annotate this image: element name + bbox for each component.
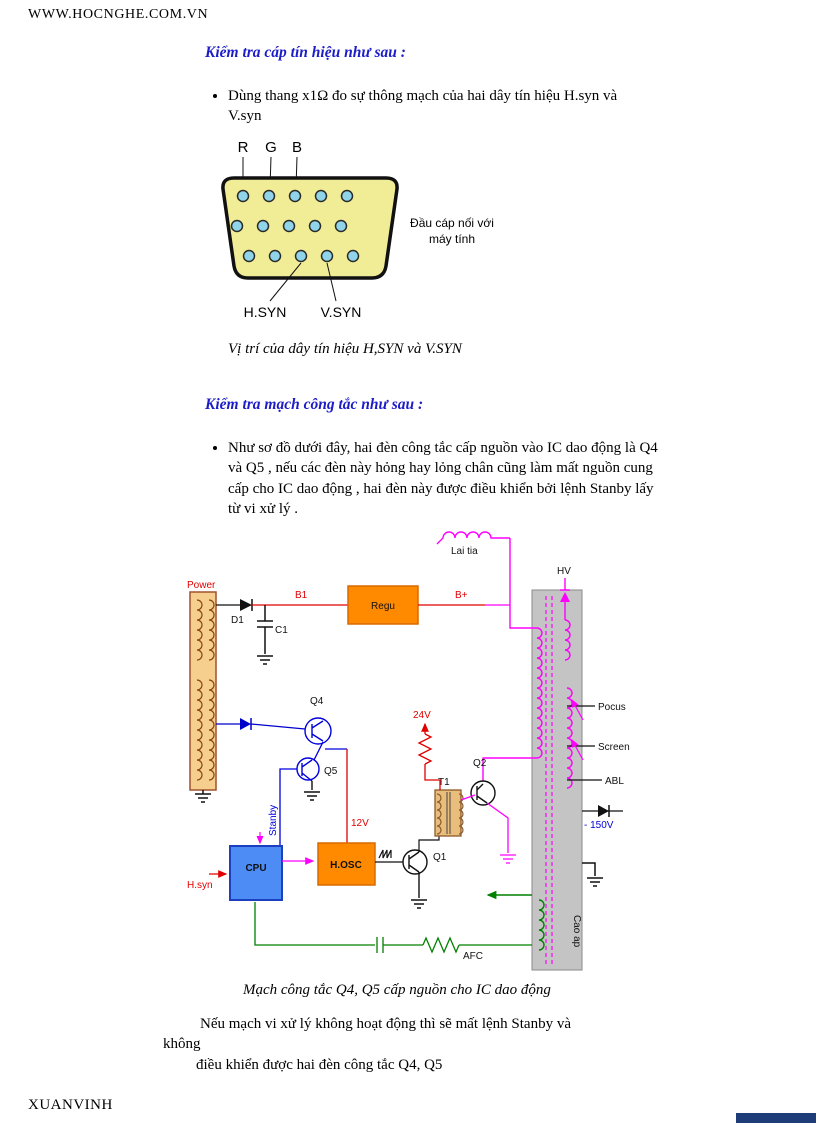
connector-pins (230, 189, 360, 263)
flyback-transformer: Cao ap (531, 589, 583, 971)
bullet-list-switch: Như sơ đồ dưới đây, hai đèn công tắc cấp… (206, 438, 658, 519)
v12-label: 12V (351, 818, 369, 829)
bullet-item-switch: Như sơ đồ dưới đây, hai đèn công tắc cấp… (228, 438, 658, 519)
q2-stage: Q2 (460, 758, 516, 864)
page-footer: XUANVINH (28, 1097, 113, 1113)
flyback-primary (482, 627, 543, 781)
section-heading-signal-cable: Kiểm tra cáp tín hiệu như sau : (205, 44, 406, 61)
figure-caption-connector: Vị trí của dây tín hiệu H,SYN và V.SYN (228, 341, 462, 357)
bullet-item-signal: Dùng thang x1Ω đo sự thông mạch của hai … (228, 86, 648, 127)
power-transformer: Power (187, 580, 217, 803)
b-plus-label: B+ (455, 590, 468, 601)
c1-label: C1 (275, 625, 288, 636)
screen-label: Screen (598, 742, 630, 753)
b1-label: B1 (295, 590, 308, 601)
vga-connector-drawing: R G B H.SYN V.SYN (221, 139, 399, 320)
t1-transformer: T1 (434, 777, 464, 837)
v24-label: 24V (413, 710, 431, 721)
capacitor-c1: C1 (257, 605, 288, 665)
vga-connector-figure: R G B H.SYN V.SYN (185, 136, 405, 336)
bullet-list-signal: Dùng thang x1Ω đo sự thông mạch của hai … (206, 86, 648, 127)
hv-label: HV (557, 566, 571, 577)
page-corner-bar (736, 1113, 816, 1123)
pin-label-g: G (265, 139, 277, 156)
afc-path: AFC (254, 902, 532, 962)
supply-24v: 24V (413, 710, 441, 790)
hosc-block: H.OSC (282, 842, 376, 886)
cpu-block: CPU (229, 832, 283, 901)
closing-line-2: không (163, 1036, 201, 1053)
secondary-outputs: Pocus Screen ABL (566, 687, 630, 789)
minus-150v-label: - 150V (584, 820, 614, 831)
section-heading-switch: Kiểm tra mạch công tắc như sau : (205, 396, 424, 413)
pin-label-b: B (292, 139, 302, 156)
hv-output: HV (557, 566, 571, 661)
hosc-label: H.OSC (330, 860, 362, 871)
afc-winding (486, 890, 545, 951)
q1-label: Q1 (433, 852, 447, 863)
rectifier-d1: D1 B1 (216, 590, 348, 626)
closing-line-3: điều khiển được hai đèn công tắc Q4, Q5 (196, 1056, 443, 1073)
focus-label: Pocus (598, 702, 626, 713)
switch-transistors: Q4 Q5 Stanby (216, 696, 338, 846)
hsyn-input: H.syn (187, 870, 228, 891)
q4-label: Q4 (310, 696, 324, 707)
q5-label: Q5 (324, 766, 338, 777)
t1-label: T1 (438, 777, 450, 788)
sync-pointer-lines (269, 262, 337, 302)
deflection-coil: Lai tia (436, 531, 537, 629)
connector-note: Đầu cáp nối với máy tính (410, 216, 494, 246)
closing-paragraph: Nếu mạch vi xử lý không hoạt động thì sẽ… (163, 1014, 687, 1075)
circuit-diagram: Cao ap Power D1 (187, 531, 630, 971)
hsyn-input-label: H.syn (187, 880, 213, 891)
abl-label: ABL (605, 776, 624, 787)
cpu-label: CPU (245, 863, 266, 874)
b-plus-line: B+ (418, 590, 510, 606)
vsyn-label: V.SYN (321, 304, 362, 320)
q1-stage: Q1 (375, 836, 447, 909)
flyback-ground (582, 862, 603, 887)
minus-150v-output: - 150V (582, 805, 623, 831)
power-label: Power (187, 580, 216, 591)
lai-tia-label: Lai tia (451, 546, 478, 557)
d1-label: D1 (231, 615, 244, 626)
stanby-label: Stanby (268, 805, 279, 836)
circuit-diagram-figure: Cao ap Power D1 (185, 528, 645, 973)
regu-label: Regu (371, 601, 395, 612)
supply-12v: 12V (325, 748, 369, 843)
ground-icon (195, 790, 211, 803)
site-header: WWW.HOCNGHE.COM.VN (28, 7, 209, 22)
pin-label-r: R (238, 139, 249, 156)
closing-line-1: Nếu mạch vi xử lý không hoạt động thì sẽ… (200, 1016, 571, 1032)
hsyn-label: H.SYN (244, 304, 287, 320)
cao-ap-label: Cao ap (571, 915, 582, 948)
q2-label: Q2 (473, 758, 487, 769)
afc-label: AFC (463, 951, 483, 962)
regulator-block: Regu (347, 585, 419, 625)
figure-caption-circuit: Mạch công tắc Q4, Q5 cấp nguồn cho IC da… (243, 982, 551, 998)
